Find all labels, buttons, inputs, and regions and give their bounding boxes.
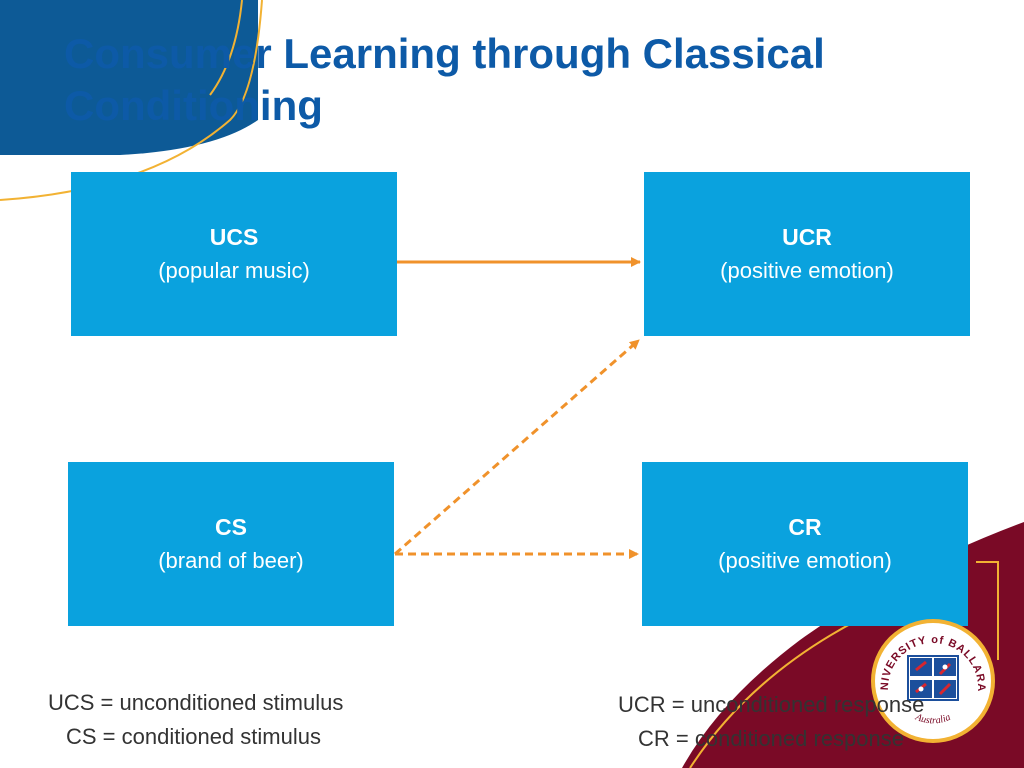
ucs-description: (popular music) [158, 258, 310, 283]
legend-ucs: UCS = unconditioned stimulus [48, 690, 344, 715]
corner-blue-shape [0, 0, 258, 155]
cr-box: CR (positive emotion) [642, 462, 968, 626]
gold-curve-line-2 [209, 0, 243, 96]
legend-stimulus: UCS = unconditioned stimulus CS = condit… [48, 686, 343, 754]
cr-label: CR [788, 514, 822, 540]
cr-description: (positive emotion) [718, 548, 892, 573]
legend-cr: CR = conditioned response [638, 726, 904, 751]
cs-label: CS [215, 514, 247, 540]
legend-response: UCR = unconditioned response CR = condit… [618, 688, 924, 756]
university-seal-logo: UNIVERSITY of BALLARAT Australia [870, 618, 995, 743]
legend-ucr: UCR = unconditioned response [618, 692, 925, 717]
ucs-box: UCS (popular music) [71, 172, 397, 336]
cs-box: CS (brand of beer) [68, 462, 394, 626]
cs-description: (brand of beer) [158, 548, 304, 573]
legend-cs: CS = conditioned stimulus [66, 724, 321, 749]
ucs-label: UCS [209, 224, 259, 250]
ucr-label: UCR [782, 224, 832, 250]
ucr-box: UCR (positive emotion) [644, 172, 970, 336]
svg-text:Australia: Australia [913, 711, 952, 726]
page-title: Consumer Learning through Classical Cond… [64, 30, 825, 129]
gold-corner-line [976, 561, 999, 660]
ucr-description: (positive emotion) [720, 258, 894, 283]
